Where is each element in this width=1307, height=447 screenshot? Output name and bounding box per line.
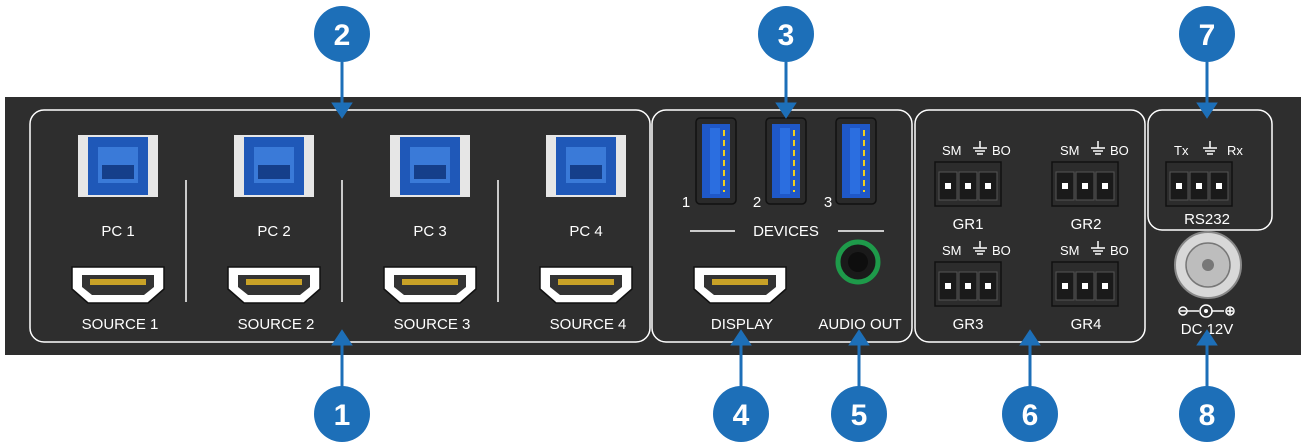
pc2-label: PC 2 xyxy=(257,223,290,240)
dc-jack-pin-icon xyxy=(1202,259,1214,271)
usb-a-device-port-2[interactable] xyxy=(765,117,807,205)
gr2-label: GR2 xyxy=(1071,216,1102,233)
device-port-2-number: 2 xyxy=(753,194,761,211)
rs232-label: RS232 xyxy=(1184,211,1230,228)
hdmi-port-source1[interactable] xyxy=(71,266,165,304)
hdmi-port-source3[interactable] xyxy=(383,266,477,304)
callout-1: 1 xyxy=(314,386,370,442)
rs232-rx-label: Rx xyxy=(1227,143,1243,158)
gr3-pin-sm: SM xyxy=(942,243,962,258)
group-gr1: SM BO GR1 xyxy=(934,140,1011,233)
devices-label: DEVICES xyxy=(753,223,819,240)
usb-b-port-pc2[interactable] xyxy=(234,135,314,197)
gr3-terminal-block[interactable] xyxy=(934,261,1002,307)
svg-text:3: 3 xyxy=(778,19,795,52)
svg-text:6: 6 xyxy=(1022,399,1039,432)
gr2-pin-bo: BO xyxy=(1110,143,1129,158)
gr3-label: GR3 xyxy=(953,316,984,333)
callout-5: 5 xyxy=(831,386,887,442)
usb-a-device-port-3[interactable] xyxy=(835,117,877,205)
gr1-pin-bo: BO xyxy=(992,143,1011,158)
callout-8: 8 xyxy=(1179,386,1235,442)
pc3-label: PC 3 xyxy=(413,223,446,240)
audio-jack-hole-icon xyxy=(848,252,868,272)
usb-b-port-pc4[interactable] xyxy=(546,135,626,197)
display-label: DISPLAY xyxy=(711,316,773,333)
gr1-pin-sm: SM xyxy=(942,143,962,158)
svg-text:5: 5 xyxy=(851,399,868,432)
callout-4: 4 xyxy=(713,386,769,442)
usb-b-port-pc3[interactable] xyxy=(390,135,470,197)
polarity-icon xyxy=(1178,304,1235,318)
gr1-label: GR1 xyxy=(953,216,984,233)
hdmi-display-port[interactable] xyxy=(693,266,787,304)
gr2-terminal-block[interactable] xyxy=(1051,161,1119,207)
svg-text:8: 8 xyxy=(1199,399,1216,432)
callout-2: 2 xyxy=(314,6,370,62)
device-port-3-number: 3 xyxy=(824,194,832,211)
pc4-label: PC 4 xyxy=(569,223,602,240)
audio-out-label: AUDIO OUT xyxy=(818,316,901,333)
rs232-terminal-block[interactable] xyxy=(1165,161,1233,207)
source3-label: SOURCE 3 xyxy=(394,316,471,333)
source4-label: SOURCE 4 xyxy=(550,316,627,333)
hdmi-port-source4[interactable] xyxy=(539,266,633,304)
svg-text:2: 2 xyxy=(334,19,351,52)
gr4-terminal-block[interactable] xyxy=(1051,261,1119,307)
gr2-pin-sm: SM xyxy=(1060,143,1080,158)
group-gr4: SM BO GR4 xyxy=(1051,240,1129,333)
callout-arrows xyxy=(331,62,1218,388)
callout-7: 7 xyxy=(1179,6,1235,62)
pc1-label: PC 1 xyxy=(101,223,134,240)
rs232-tx-label: Tx xyxy=(1174,143,1189,158)
gr4-label: GR4 xyxy=(1071,316,1102,333)
callout-3: 3 xyxy=(758,6,814,62)
source2-label: SOURCE 2 xyxy=(238,316,315,333)
callout-6: 6 xyxy=(1002,386,1058,442)
rear-panel xyxy=(5,97,1301,355)
usb-b-port-pc1[interactable] xyxy=(78,135,158,197)
group-gr2: SM BO GR2 xyxy=(1051,140,1129,233)
svg-text:1: 1 xyxy=(334,399,351,432)
group-gr3: SM BO GR3 xyxy=(934,240,1011,333)
gr3-pin-bo: BO xyxy=(992,243,1011,258)
gr1-terminal-block[interactable] xyxy=(934,161,1002,207)
source1-label: SOURCE 1 xyxy=(82,316,159,333)
svg-text:4: 4 xyxy=(733,399,750,432)
svg-text:7: 7 xyxy=(1199,19,1216,52)
hdmi-port-source2[interactable] xyxy=(227,266,321,304)
usb-a-device-port-1[interactable] xyxy=(695,117,737,205)
gr4-pin-bo: BO xyxy=(1110,243,1129,258)
device-port-1-number: 1 xyxy=(682,194,690,211)
gr4-pin-sm: SM xyxy=(1060,243,1080,258)
